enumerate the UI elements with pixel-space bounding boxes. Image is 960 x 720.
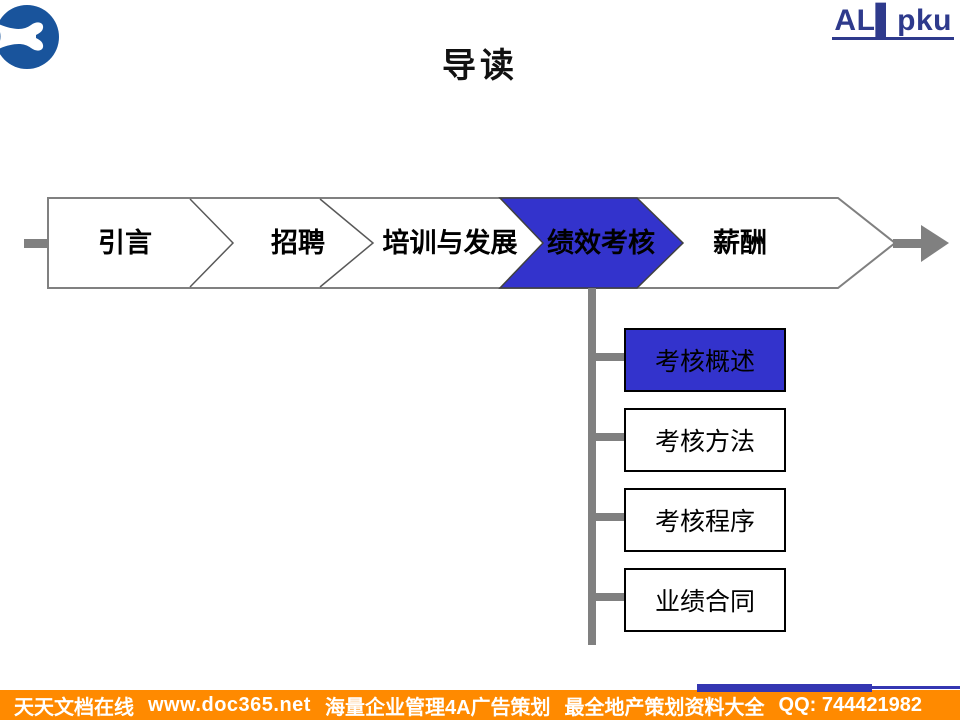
flow-start-stub (24, 239, 50, 248)
chevron-separator-1 (189, 198, 235, 288)
flow-end-arrow-shaft (893, 239, 925, 248)
footer-url-link[interactable]: www.doc365.net (148, 693, 311, 716)
tree-vertical-line (588, 288, 596, 645)
footer-tagline-2: 最全地产策划资料大全 (564, 696, 765, 719)
tree-connector-2 (588, 433, 626, 441)
flow-step-performance-active: 绩效考核 (547, 228, 655, 258)
flow-end-arrow-head (921, 225, 949, 262)
company-logo-icon (0, 5, 59, 69)
flow-band (47, 197, 897, 289)
chevron-separator-2 (319, 198, 375, 288)
bottom-right-blue-bar-thin (872, 686, 960, 689)
active-step-chevron (498, 197, 685, 289)
brand-logo: AL▌pku (832, 4, 954, 40)
subsection-box-methods: 考核方法 (624, 408, 786, 472)
footer-tagline: 海量企业管理4A广告策划 (324, 696, 551, 719)
tree-connector-1 (588, 353, 626, 361)
subsection-box-procedure: 考核程序 (624, 488, 786, 552)
subsection-box-contract: 业绩合同 (624, 568, 786, 632)
tree-connector-3 (588, 513, 626, 521)
footer-qq-contact: QQ: 744421982 (778, 693, 922, 716)
flow-step-training: 培训与发展 (382, 228, 518, 258)
footer-site-name: 天天文档在线 (14, 696, 134, 719)
flow-step-intro: 引言 (98, 228, 152, 258)
bottom-right-blue-bar (697, 684, 872, 692)
page-title: 导读 (442, 47, 518, 85)
subsection-box-overview: 考核概述 (624, 328, 786, 392)
tree-connector-4 (588, 593, 626, 601)
footer-banner: 天天文档在线 www.doc365.net 海量企业管理4A广告策划 最全地产策… (0, 690, 960, 720)
flow-step-compensation: 薪酬 (713, 228, 767, 258)
flow-step-recruiting: 招聘 (271, 228, 325, 258)
